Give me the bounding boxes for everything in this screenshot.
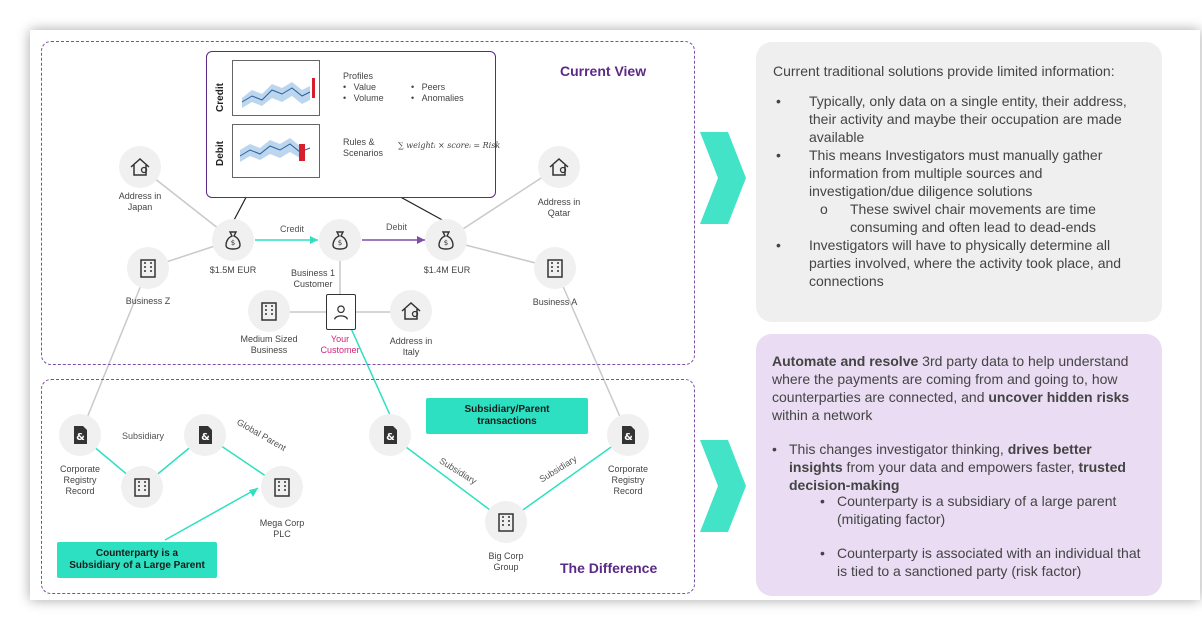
address-japan-label: Address in Japan — [118, 191, 162, 212]
building-icon — [261, 302, 277, 321]
benefits-sub-bullet-1: • Counterparty is a subsidiary of a larg… — [820, 493, 1117, 527]
rules-formula: ∑ weightᵢ × scoreᵢ = Risk — [398, 141, 501, 150]
subsidiary-edge-1: Subsidiary — [122, 431, 165, 441]
svg-text:$: $ — [338, 239, 342, 247]
debit-chart-label: Debit — [215, 141, 226, 166]
house-pin-icon — [130, 157, 150, 176]
credit-mini-chart — [232, 60, 320, 116]
business1-label: Business 1 Customer — [290, 268, 336, 289]
counterparty-tag: Counterparty is a Subsidiary of a Large … — [57, 542, 217, 578]
medium-business-node — [248, 290, 290, 332]
profile-anomalies: • Anomalies — [411, 93, 464, 103]
business-a-node — [534, 247, 576, 289]
money-left-node: $ — [212, 219, 254, 261]
corp-registry-right-label: Corporate Registry Record — [607, 464, 649, 496]
current-view-frame — [41, 41, 695, 365]
registry-record-node-right: & — [369, 414, 411, 456]
chevron-bottom — [700, 440, 746, 532]
mega-corp-node — [261, 466, 303, 508]
business1-node: $ — [319, 219, 361, 261]
house-pin-icon — [401, 301, 421, 320]
credit-edge-label: Credit — [280, 224, 305, 234]
big-corp-label: Big Corp Group — [488, 551, 524, 572]
building-icon — [134, 478, 150, 497]
building-icon — [547, 259, 563, 278]
registry-record-icon: & — [199, 426, 212, 444]
limitations-bullet-2: • This means Investigators must manually… — [776, 147, 1103, 199]
debit-arrowhead — [417, 236, 425, 244]
benefits-intro: Automate and resolve 3rd party data to h… — [772, 353, 1130, 423]
credit-chart-label: Credit — [214, 83, 226, 112]
profile-volume: • Volume — [343, 93, 384, 103]
svg-text:&: & — [76, 432, 85, 443]
difference-frame — [41, 379, 695, 594]
house-pin-icon — [549, 157, 569, 176]
current-view-title: Current View — [560, 63, 647, 79]
address-qatar-node — [538, 146, 580, 188]
limitations-panel: Current traditional solutions provide li… — [756, 42, 1162, 322]
difference-title: The Difference — [560, 560, 658, 576]
address-italy-node — [390, 290, 432, 332]
subsidiary-node-left — [121, 466, 163, 508]
limitations-bullet-1: • Typically, only data on a single entit… — [776, 93, 1127, 145]
address-italy-label: Address in Italy — [389, 336, 433, 357]
building-icon — [274, 478, 290, 497]
person-document-icon — [333, 305, 349, 320]
corp-registry-left-node: & — [59, 414, 101, 456]
debit-edge-label: Debit — [386, 222, 408, 232]
registry-record-icon: & — [74, 426, 87, 444]
svg-text:$: $ — [231, 239, 235, 247]
benefits-panel: Automate and resolve 3rd party data to h… — [756, 334, 1162, 596]
building-icon — [140, 259, 156, 278]
registry-record-icon: & — [622, 426, 635, 444]
business-a-label: Business A — [532, 297, 578, 307]
profile-value: • Value — [343, 82, 377, 92]
chevron-top — [700, 132, 746, 224]
business-z-node — [127, 247, 169, 289]
profiles-heading: Profiles — [343, 71, 374, 81]
building-icon — [498, 513, 514, 532]
corp-registry-right-node: & — [607, 414, 649, 456]
benefits-bullet: • This changes investigator thinking, dr… — [772, 441, 1126, 493]
svg-text:&: & — [624, 432, 633, 443]
money-bag-icon: $ — [332, 231, 348, 250]
your-customer-node — [326, 294, 356, 330]
transactions-tag: Subsidiary/Parent transactions — [426, 398, 588, 434]
limitations-sub-bullet: o These swivel chair movements are time … — [820, 201, 1096, 235]
business-z-label: Business Z — [125, 296, 171, 306]
registry-record-icon: & — [384, 426, 397, 444]
money-right-node: $ — [425, 219, 467, 261]
money-bag-icon: $ — [438, 231, 454, 250]
limitations-bullet-3: • Investigators will have to physically … — [776, 237, 1122, 289]
benefits-sub-bullet-2: • Counterparty is associated with an ind… — [820, 545, 1141, 579]
address-japan-node — [119, 146, 161, 188]
your-customer-label: Your Customer — [320, 334, 360, 355]
corp-registry-left-label: Corporate Registry Record — [59, 464, 101, 496]
debit-mini-chart — [232, 124, 320, 178]
money-bag-icon: $ — [225, 231, 241, 250]
svg-text:&: & — [386, 432, 395, 443]
svg-text:&: & — [201, 432, 210, 443]
mega-corp-label: Mega Corp PLC — [259, 518, 305, 539]
svg-text:$: $ — [444, 239, 448, 247]
money-right-label: $1.4M EUR — [423, 265, 471, 275]
money-left-label: $1.5M EUR — [209, 265, 257, 275]
address-qatar-label: Address in Qatar — [537, 197, 581, 218]
medium-business-label: Medium Sized Business — [240, 334, 298, 355]
mega-arrowhead — [249, 488, 258, 497]
profile-peers: • Peers — [411, 82, 446, 92]
credit-arrowhead — [310, 236, 318, 244]
limitations-intro: Current traditional solutions provide li… — [773, 63, 1115, 79]
registry-record-node-mid: & — [184, 414, 226, 456]
rules-heading: Rules & Scenarios — [343, 137, 384, 158]
big-corp-node — [485, 501, 527, 543]
